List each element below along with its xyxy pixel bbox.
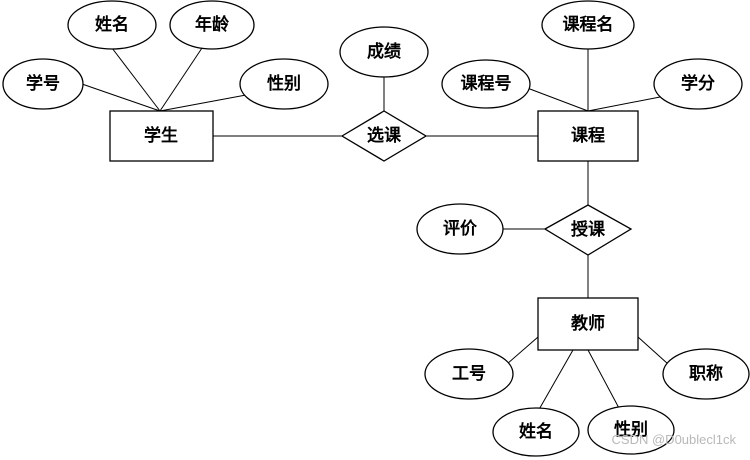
attribute-student-age: 年龄 [169,0,255,50]
edge-course-id [521,85,589,112]
entity-course: 课程 [537,110,639,162]
attribute-grade: 成绩 [339,26,429,78]
attribute-evaluation: 评价 [416,203,504,255]
attribute-student-gender-label: 性别 [267,73,301,94]
watermark: CSDN @D0ublecl1ck [611,432,736,447]
entity-teacher: 教师 [537,297,639,351]
edge-teacher-name [536,349,574,414]
attribute-student-id: 学号 [2,58,84,110]
attribute-student-name-label: 姓名 [95,14,129,35]
attribute-teacher-gender: 性别 [587,405,675,455]
attribute-credit: 学分 [653,58,743,110]
entity-student-label: 学生 [144,125,178,146]
attribute-grade-label: 成绩 [367,41,401,62]
edge-teacher-title [637,336,669,365]
attribute-student-name: 姓名 [67,0,157,50]
attribute-evaluation-label: 评价 [443,219,478,239]
attribute-teacher-name-label: 姓名 [519,421,553,442]
attribute-course-id: 课程号 [441,59,531,109]
attribute-teacher-gender-label: 性别 [614,419,648,440]
edge-student-id [81,83,161,112]
attribute-staff-id: 工号 [424,348,514,400]
attribute-student-gender: 性别 [239,58,329,110]
entity-student: 学生 [109,110,214,162]
relationship-teach-label: 授课 [571,219,606,240]
edge-student-gender [159,94,247,112]
entity-teacher-label: 教师 [570,313,605,334]
edge-course-credit [587,96,661,112]
relationship-enroll: 选课 [340,110,428,162]
attribute-credit-label: 学分 [681,73,715,94]
entity-course-label: 课程 [571,126,605,146]
edge-student-name [111,47,161,112]
attribute-course-id-label: 课程号 [461,74,512,94]
edge-student-age [159,47,203,112]
attribute-student-id-label: 学号 [26,73,60,94]
attribute-teacher-title: 职称 [662,348,750,400]
edge-teacher-staff-id [506,336,539,365]
attribute-teacher-name: 姓名 [492,407,580,457]
edge-teacher-gender [587,349,621,411]
attribute-course-name-label: 课程名 [563,14,614,35]
connector-lines [81,47,669,414]
relationship-enroll-label: 选课 [367,126,402,146]
relationship-teach: 授课 [543,204,633,256]
attribute-course-name: 课程名 [541,0,635,50]
attribute-student-age-label: 年龄 [195,14,230,35]
attribute-teacher-title-label: 职称 [689,363,723,384]
attribute-staff-id-label: 工号 [452,364,486,384]
